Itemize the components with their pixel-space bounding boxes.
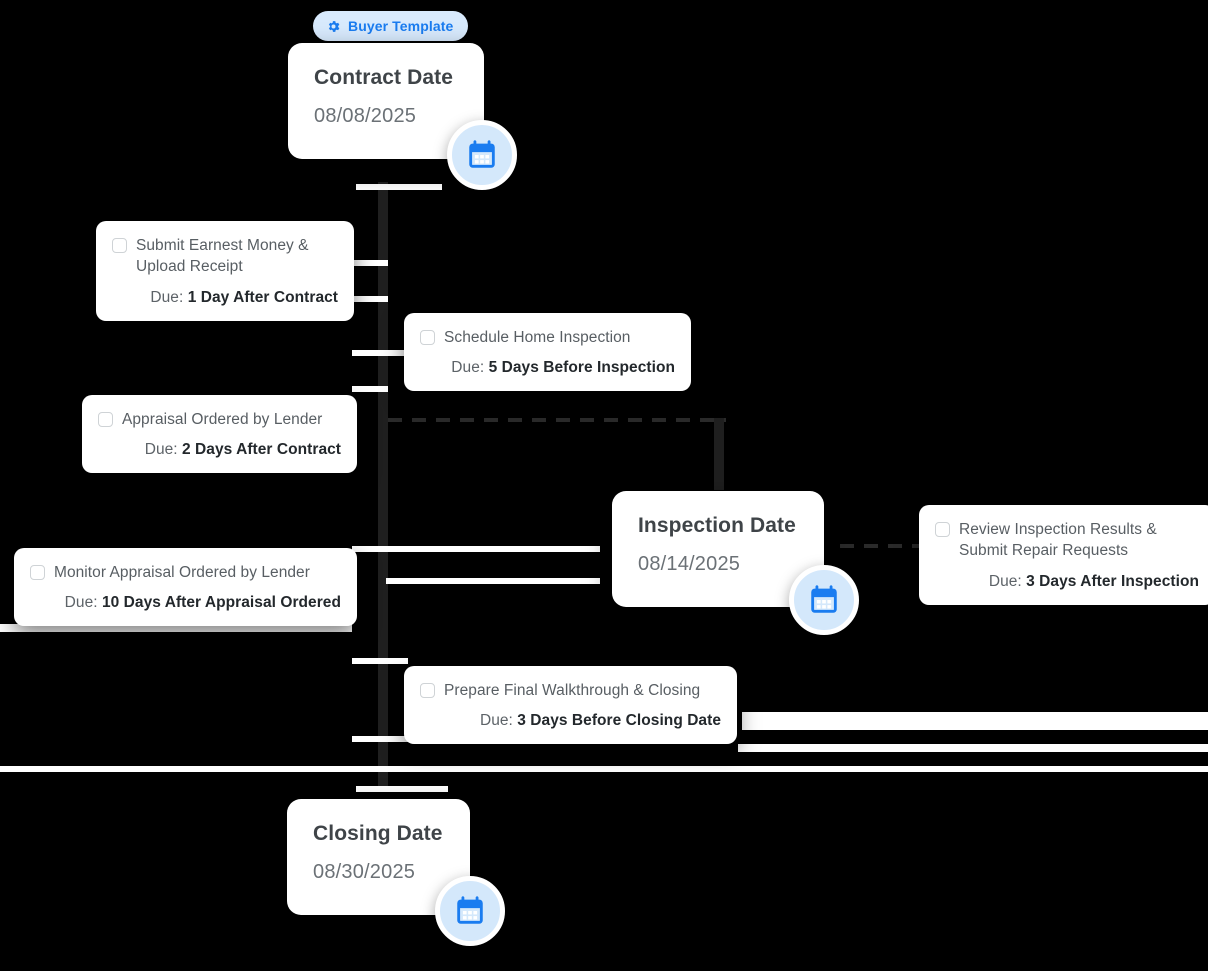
connector-dashed-to-review: [840, 544, 922, 548]
calendar-icon-contract-date[interactable]: [447, 120, 517, 190]
connector-dashed-to-inspection: [388, 418, 726, 422]
milestone-date: 08/30/2025: [313, 861, 416, 884]
connector-to-earnest-money: [352, 260, 388, 266]
connector-to-schedule-inspection: [352, 350, 404, 356]
gear-icon: [326, 19, 341, 34]
connector-to-final-walkthrough: [352, 658, 408, 664]
connector-contract-down: [356, 184, 442, 190]
connector-left-rail-1: [0, 624, 352, 632]
connector-right-rail-2: [738, 744, 1208, 752]
task-title: Monitor Appraisal Ordered by Lender: [54, 564, 310, 581]
milestone-card-contract-date[interactable]: Contract Date 08/08/2025: [288, 43, 484, 159]
task-due-value: 2 Days After Contract: [182, 441, 341, 459]
task-due-value: 3 Days Before Closing Date: [517, 712, 721, 730]
connector-to-earnest-money-2: [352, 296, 388, 302]
task-card-schedule-home-inspection[interactable]: Schedule Home Inspection Due: 5 Days Bef…: [404, 313, 691, 392]
task-card-appraisal-ordered-by-lender[interactable]: Appraisal Ordered by Lender Due: 2 Days …: [82, 395, 357, 474]
milestone-date: 08/08/2025: [314, 105, 417, 128]
task-due-label: Due:: [479, 712, 513, 730]
task-card-monitor-appraisal-ordered-by-lender[interactable]: Monitor Appraisal Ordered by Lender Due:…: [14, 548, 357, 627]
milestone-date: 08/14/2025: [638, 553, 741, 576]
task-due: Due: 3 Days After Inspection: [935, 573, 1199, 591]
task-due-label: Due:: [64, 594, 98, 612]
task-title: Prepare Final Walkthrough & Closing: [444, 682, 701, 699]
task-header: Schedule Home Inspection: [420, 327, 675, 348]
task-due-value: 1 Day After Contract: [187, 288, 338, 306]
task-due-value: 5 Days Before Inspection: [488, 359, 675, 377]
task-due: Due: 2 Days After Contract: [98, 441, 341, 459]
task-due: Due: 1 Day After Contract: [112, 289, 338, 307]
task-due-label: Due:: [451, 359, 485, 377]
task-header: Monitor Appraisal Ordered by Lender: [30, 562, 341, 583]
calendar-icon-closing-date[interactable]: [435, 876, 505, 946]
connector-to-monitor-appraisal: [352, 546, 388, 552]
task-checkbox[interactable]: [98, 412, 113, 427]
task-header: Appraisal Ordered by Lender: [98, 409, 341, 430]
connector-to-inspection-h1: [386, 546, 600, 552]
task-title: Appraisal Ordered by Lender: [122, 411, 323, 428]
task-due-label: Due:: [988, 572, 1022, 590]
task-checkbox[interactable]: [935, 522, 950, 537]
task-checkbox[interactable]: [112, 238, 127, 253]
task-title: Submit Earnest Money & Upload Receipt: [136, 237, 309, 276]
task-header: Prepare Final Walkthrough & Closing: [420, 680, 721, 701]
connector-right-rail-3: [0, 766, 1208, 772]
task-header: Submit Earnest Money & Upload Receipt: [112, 235, 338, 278]
task-due-value: 3 Days After Inspection: [1026, 572, 1199, 590]
task-due-label: Due:: [150, 288, 184, 306]
task-checkbox[interactable]: [420, 683, 435, 698]
task-card-prepare-final-walkthrough[interactable]: Prepare Final Walkthrough & Closing Due:…: [404, 666, 737, 745]
task-due-value: 10 Days After Appraisal Ordered: [101, 594, 341, 612]
buyer-template-badge-label: Buyer Template: [348, 18, 454, 34]
connector-right-rail-1: [742, 712, 1208, 730]
task-card-submit-earnest-money[interactable]: Submit Earnest Money & Upload Receipt Du…: [96, 221, 354, 321]
task-due: Due: 3 Days Before Closing Date: [420, 712, 721, 730]
task-due: Due: 10 Days After Appraisal Ordered: [30, 594, 341, 612]
connector-to-appraisal: [352, 386, 388, 392]
task-title: Review Inspection Results & Submit Repai…: [959, 521, 1157, 560]
task-checkbox[interactable]: [30, 565, 45, 580]
trunk-line-shadow: [378, 182, 388, 792]
task-header: Review Inspection Results & Submit Repai…: [935, 519, 1199, 562]
task-due-label: Due:: [144, 441, 178, 459]
milestone-title: Closing Date: [313, 822, 443, 845]
buyer-template-badge[interactable]: Buyer Template: [313, 11, 469, 41]
task-checkbox[interactable]: [420, 330, 435, 345]
connector-to-final-walkthrough-2: [352, 736, 408, 742]
connector-to-closing: [356, 786, 448, 792]
task-due: Due: 5 Days Before Inspection: [420, 359, 675, 377]
milestone-title: Inspection Date: [638, 514, 796, 537]
connector-to-inspection-h2: [386, 578, 600, 584]
milestone-card-inspection-date[interactable]: Inspection Date 08/14/2025: [612, 491, 824, 607]
task-card-review-inspection-results[interactable]: Review Inspection Results & Submit Repai…: [919, 505, 1208, 605]
connector-dashed-to-inspection-vert: [714, 418, 724, 490]
calendar-icon-inspection-date[interactable]: [789, 565, 859, 635]
task-title: Schedule Home Inspection: [444, 329, 631, 346]
milestone-title: Contract Date: [314, 66, 453, 89]
